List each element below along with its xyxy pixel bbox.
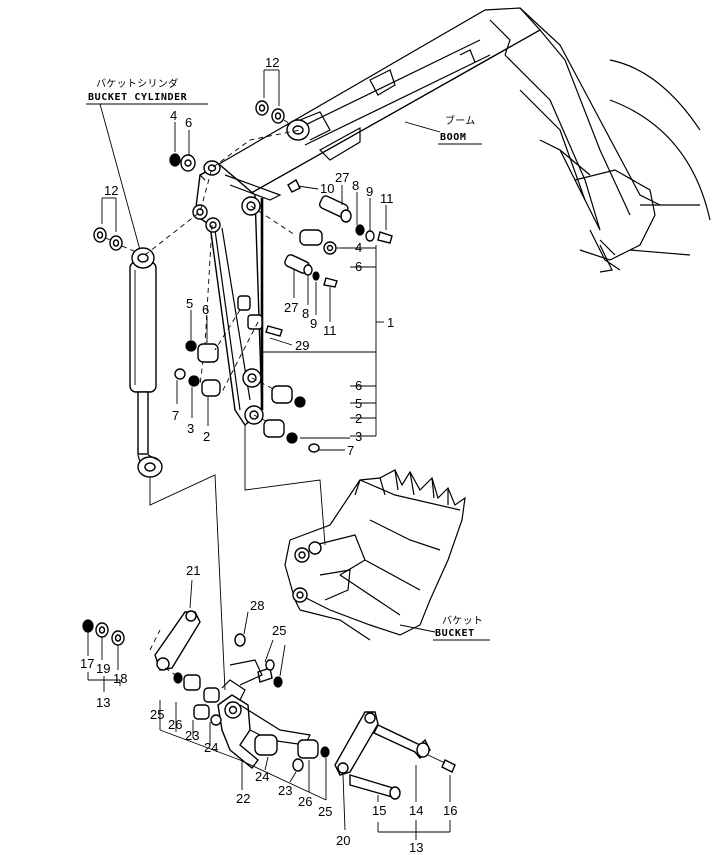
callout-25-top: 25 [272, 623, 286, 638]
callout-25-left: 25 [150, 707, 164, 722]
callout-25-right: 25 [318, 804, 332, 819]
callout-2-right: 2 [355, 411, 362, 426]
callout-24-right: 24 [255, 769, 269, 784]
callout-7-right: 7 [347, 443, 354, 458]
callout-24-left: 24 [204, 740, 218, 755]
washers-12-top [255, 69, 291, 125]
bucket [284, 469, 466, 641]
callout-15: 15 [372, 803, 386, 818]
connection-lines [149, 425, 326, 691]
callout-5-left: 5 [186, 296, 193, 311]
bucket-linkage [82, 579, 456, 840]
callout-12-top: 12 [265, 55, 279, 70]
callout-27-lower: 27 [284, 300, 298, 315]
callout-9-upper: 9 [366, 184, 373, 199]
callout-3-left: 3 [187, 421, 194, 436]
callout-6-left: 6 [202, 302, 209, 317]
bucket-cylinder-leader [99, 103, 141, 251]
boom-label-en: BOOM [440, 132, 466, 143]
callout-17: 17 [80, 656, 94, 671]
callout-18: 18 [113, 671, 127, 686]
callout-26-left: 26 [168, 717, 182, 732]
callout-4-right: 4 [355, 240, 362, 255]
callout-11-upper: 11 [380, 191, 394, 206]
callout-7-left: 7 [172, 408, 179, 423]
callout-2-left: 2 [203, 429, 210, 444]
bucket-leader [399, 624, 436, 633]
callout-13-left: 13 [96, 695, 110, 710]
bucket-cylinder-rod [137, 391, 149, 455]
bucket-label: バケット BUCKET [399, 615, 490, 641]
link-21 [154, 611, 201, 671]
bucket-cylinder-body [129, 261, 157, 393]
callout-29: 29 [295, 338, 309, 353]
callout-4-top: 4 [170, 108, 177, 123]
callout-8-upper: 8 [352, 178, 359, 193]
bucket-cylinder-label: バケットシリンダ BUCKET CYLINDER [86, 77, 208, 251]
callout-27-upper: 27 [335, 170, 349, 185]
washers-12-left [93, 197, 137, 253]
callout-3-right: 3 [355, 429, 362, 444]
callout-21: 21 [186, 563, 200, 578]
bucket-label-jp: バケット [442, 615, 483, 627]
callout-22: 22 [236, 791, 250, 806]
callout-8-lower: 8 [302, 306, 309, 321]
link-20 [334, 711, 379, 776]
callout-23-right: 23 [278, 783, 292, 798]
callout-9-lower: 9 [310, 316, 317, 331]
callout-numbers: 12 4 6 12 10 27 8 9 11 4 6 1 27 8 9 11 2… [80, 55, 457, 855]
boom-label: ブーム BOOM [404, 114, 482, 145]
callout-23-left: 23 [185, 728, 199, 743]
callout-26-right: 26 [298, 794, 312, 809]
callout-12-left: 12 [104, 183, 118, 198]
callout-10: 10 [320, 181, 334, 196]
boom-assembly [199, 7, 711, 273]
bucket-cylinder [129, 247, 163, 478]
bucket-label-en: BUCKET [435, 628, 475, 639]
bucket-cylinder-label-jp: バケットシリンダ [96, 77, 178, 90]
callout-20: 20 [336, 833, 350, 848]
callout-28: 28 [250, 598, 264, 613]
callout-6-right: 6 [355, 259, 362, 274]
callout-6-top: 6 [185, 115, 192, 130]
boom-leader [404, 121, 441, 133]
link-small-parts [169, 122, 393, 453]
callout-13-right: 13 [409, 840, 423, 855]
arm-link-assembly [144, 129, 301, 429]
callout-5-right: 5 [355, 396, 362, 411]
boom-label-jp: ブーム [445, 114, 476, 127]
callout-19: 19 [96, 661, 110, 676]
callout-6-lower-right: 6 [355, 378, 362, 393]
callout-16: 16 [443, 803, 457, 818]
callout-11-lower: 11 [323, 323, 337, 338]
callout-1: 1 [387, 315, 394, 330]
callout-14: 14 [409, 803, 423, 818]
bucket-cylinder-label-en: BUCKET CYLINDER [88, 92, 188, 103]
item-1-leaders [262, 245, 384, 451]
